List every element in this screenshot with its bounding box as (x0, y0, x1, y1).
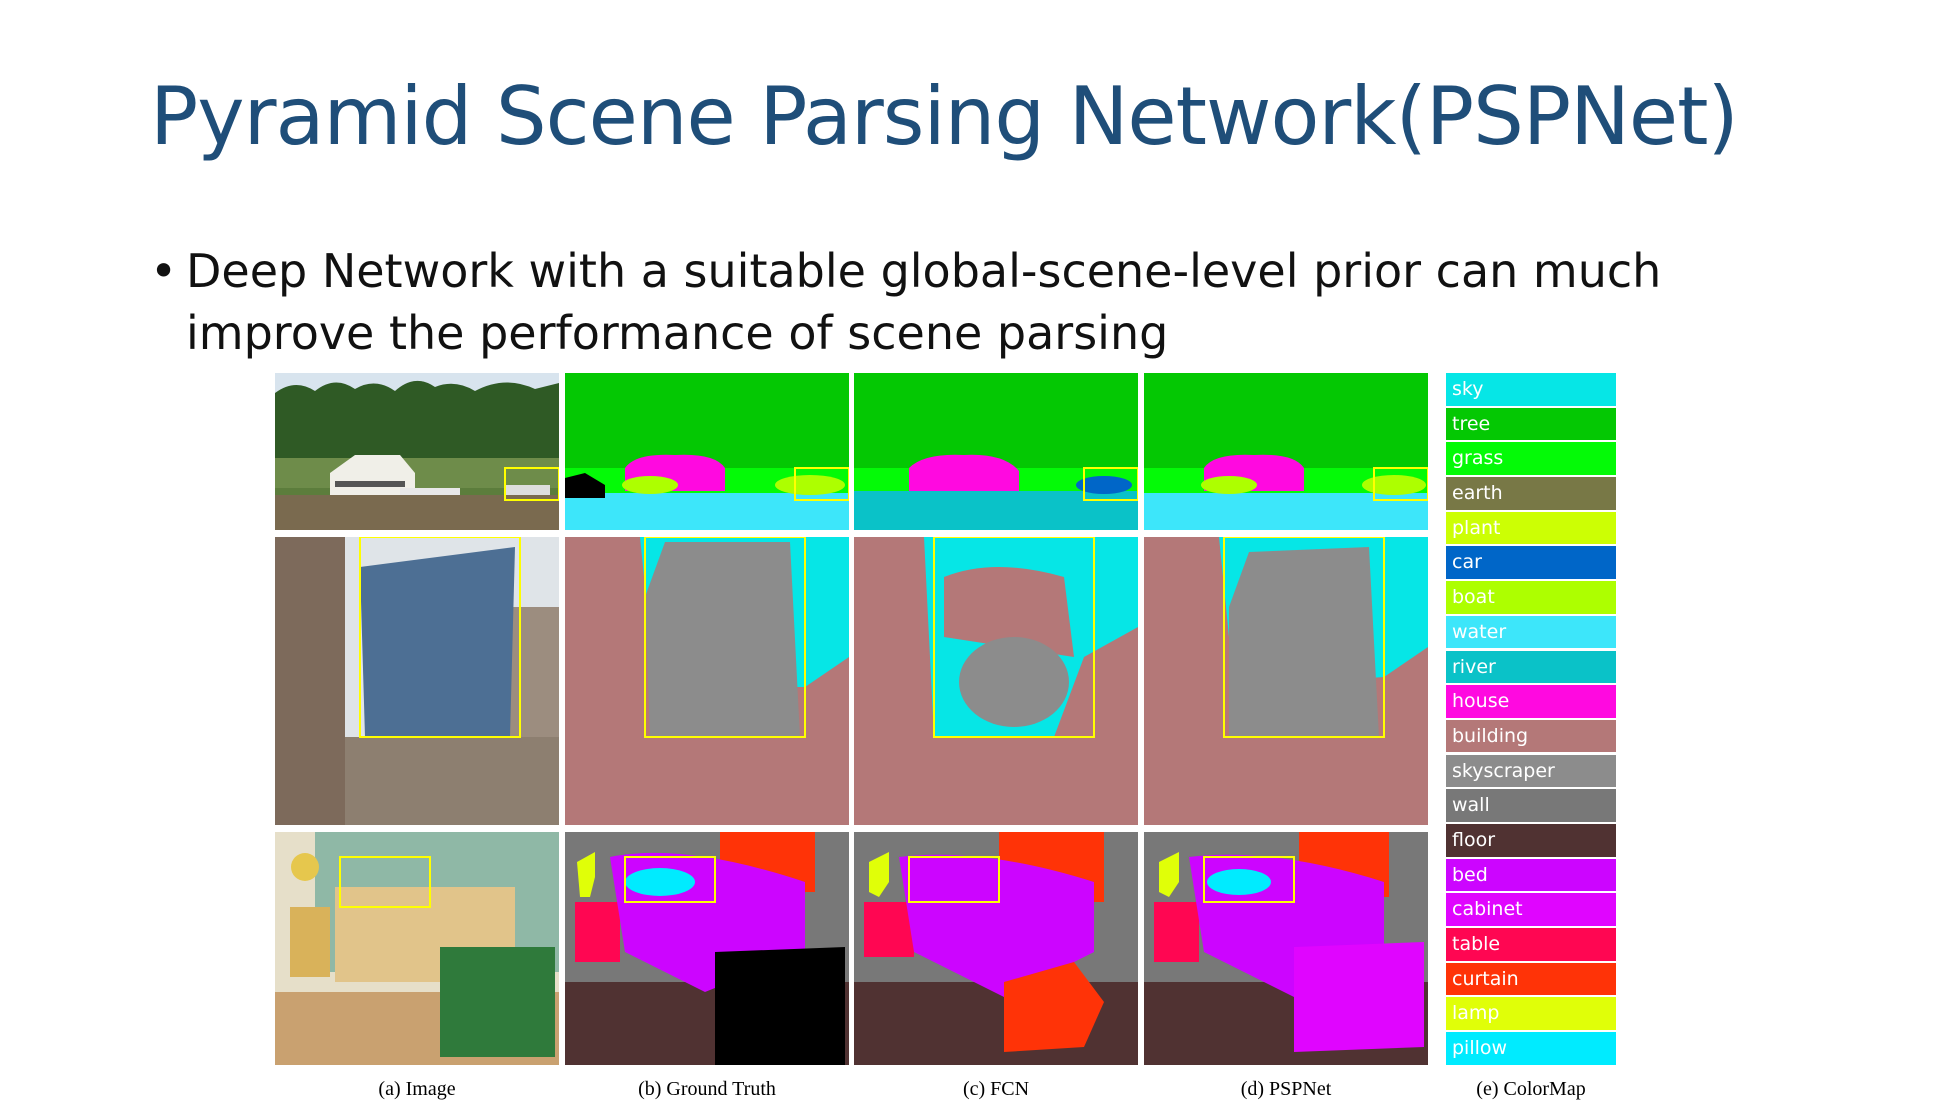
image-lake (275, 373, 559, 530)
bullet-text: Deep Network with a suitable global-scen… (186, 244, 1662, 360)
colormap-item-car: car (1446, 546, 1616, 580)
colormap-item-earth: earth (1446, 477, 1616, 510)
colormap-item-skyscraper: skyscraper (1446, 754, 1616, 788)
ground-truth-skyscraper (565, 537, 849, 825)
colormap-item-river: river (1446, 650, 1616, 684)
colormap-item-sky: sky (1446, 373, 1616, 406)
image-skyscraper (275, 537, 559, 825)
ground-truth-lake (565, 373, 849, 530)
colormap-item-tree: tree (1446, 407, 1616, 441)
colormap-item-pillow: pillow (1446, 1032, 1616, 1065)
bullet-dot-icon: • (150, 244, 178, 298)
colormap-item-floor: floor (1446, 823, 1616, 857)
colormap-item-cabinet: cabinet (1446, 893, 1616, 926)
caption-fcn: (c) FCN (962, 1078, 1030, 1100)
colormap-item-wall: wall (1446, 789, 1616, 822)
colormap-item-bed: bed (1446, 858, 1616, 892)
colormap-item-lamp: lamp (1446, 997, 1616, 1030)
fcn-skyscraper (854, 537, 1138, 825)
pspnet-bedroom (1144, 832, 1428, 1065)
pspnet-lake (1144, 373, 1428, 530)
slide-title: Pyramid Scene Parsing Network(PSPNet) (150, 70, 1739, 163)
colormap-item-plant: plant (1446, 511, 1616, 545)
colormap-item-table: table (1446, 928, 1616, 961)
caption-ground-truth: (b) Ground Truth (638, 1078, 776, 1100)
fcn-lake (854, 373, 1138, 530)
caption-pspnet: (d) PSPNet (1240, 1078, 1332, 1100)
fcn-bedroom (854, 832, 1138, 1065)
colormap-item-water: water (1446, 615, 1616, 649)
colormap-item-building: building (1446, 719, 1616, 753)
pspnet-skyscraper (1144, 537, 1428, 825)
colormap-item-house: house (1446, 685, 1616, 718)
colormap-item-grass: grass (1446, 442, 1616, 475)
ground-truth-bedroom (565, 832, 849, 1065)
colormap-item-boat: boat (1446, 581, 1616, 614)
caption-colormap: (e) ColorMap (1476, 1078, 1586, 1100)
image-bedroom (275, 832, 559, 1065)
caption-image: (a) Image (378, 1078, 456, 1100)
colormap-item-curtain: curtain (1446, 962, 1616, 996)
